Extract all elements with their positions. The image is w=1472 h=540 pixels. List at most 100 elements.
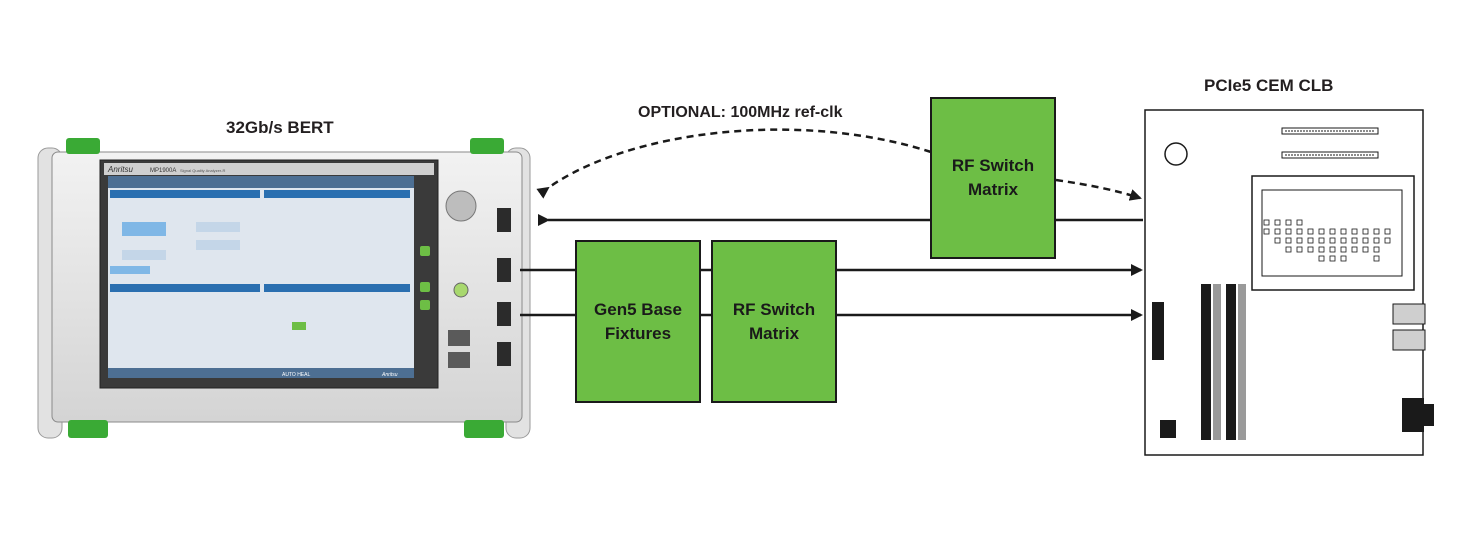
clb-pad bbox=[1296, 237, 1303, 244]
bert-screen-statusbar bbox=[108, 368, 414, 378]
clb-pad bbox=[1340, 246, 1347, 253]
clb-vertical-bar-left bbox=[1152, 302, 1164, 360]
clb-pad bbox=[1318, 237, 1325, 244]
clb-pad bbox=[1274, 219, 1281, 226]
rf-switch-matrix-bottom: RF Switch Matrix bbox=[711, 240, 837, 403]
bert-port-block-1 bbox=[448, 330, 470, 346]
clb-pad bbox=[1285, 246, 1292, 253]
bert-port-block-2 bbox=[448, 352, 470, 368]
bert-screen-block-1 bbox=[122, 222, 166, 236]
clb-pad bbox=[1362, 246, 1369, 253]
bert-rotary-knob bbox=[445, 190, 477, 222]
clb-pad bbox=[1340, 255, 1347, 262]
bert-screen-block-3 bbox=[196, 240, 240, 250]
clb-sma-connector-2 bbox=[1392, 329, 1426, 351]
clb-pad bbox=[1263, 228, 1270, 235]
clb-pad bbox=[1318, 255, 1325, 262]
clb-pad bbox=[1285, 228, 1292, 235]
clb-pad bbox=[1318, 246, 1325, 253]
bert-status-text: AUTO HEAL bbox=[282, 372, 310, 378]
bert-connector-4 bbox=[497, 342, 511, 366]
gen5-base-fixtures-label: Gen5 Base Fixtures bbox=[594, 299, 682, 343]
clb-pad bbox=[1373, 255, 1380, 262]
clb-dimm-slot-2 bbox=[1213, 284, 1221, 440]
bert-foot-left-top bbox=[66, 138, 100, 154]
clb-pad bbox=[1274, 237, 1281, 244]
clb-board bbox=[1144, 109, 1434, 456]
rf-switch-matrix-bottom-label: RF Switch Matrix bbox=[732, 299, 816, 343]
clb-power-connector-tab bbox=[1424, 404, 1434, 426]
bert-side-button-2 bbox=[420, 282, 430, 292]
clb-pad bbox=[1351, 237, 1358, 244]
clb-pad bbox=[1329, 237, 1336, 244]
clb-pad bbox=[1285, 237, 1292, 244]
clb-pad bbox=[1340, 237, 1347, 244]
optional-refclk-note: OPTIONAL: 100MHz ref-clk bbox=[638, 104, 843, 121]
clb-sma-connector-1 bbox=[1392, 303, 1426, 325]
bert-screen-block-4 bbox=[122, 250, 166, 260]
clb-mount-hole bbox=[1164, 142, 1188, 166]
bert-screen-panel-d-header bbox=[264, 284, 410, 292]
clb-pad bbox=[1373, 228, 1380, 235]
bert-connector-2 bbox=[497, 258, 511, 282]
clb-pad bbox=[1373, 237, 1380, 244]
clb-pad bbox=[1329, 255, 1336, 262]
bert-screen-panel-c-header bbox=[110, 284, 260, 292]
bert-screen-button-green bbox=[292, 322, 306, 330]
clb-pad bbox=[1351, 228, 1358, 235]
clb-pad bbox=[1296, 246, 1303, 253]
clb-dimm-slot-1 bbox=[1201, 284, 1211, 440]
clb-dimm-slot-4 bbox=[1238, 284, 1246, 440]
clb-pad bbox=[1296, 228, 1303, 235]
clb-dimm-slot-3 bbox=[1226, 284, 1236, 440]
clb-pad bbox=[1362, 237, 1369, 244]
clb-pad bbox=[1384, 228, 1391, 235]
clb-pad bbox=[1362, 228, 1369, 235]
clb-pad bbox=[1307, 228, 1314, 235]
clb-pad bbox=[1285, 219, 1292, 226]
bert-screen-panel-a-header bbox=[110, 190, 260, 198]
bert-footer-brand: Anritsu bbox=[381, 372, 398, 378]
bert-brand-bar bbox=[104, 163, 434, 175]
bert-title: 32Gb/s BERT bbox=[226, 118, 334, 137]
bert-instrument: Anritsu MP1900A Signal Quality Analyzer-… bbox=[37, 138, 531, 439]
clb-pad bbox=[1351, 246, 1358, 253]
clb-pad bbox=[1318, 228, 1325, 235]
bert-screen-panel-b-header bbox=[264, 190, 410, 198]
optional-refclk-link-left bbox=[536, 128, 932, 199]
clb-title: PCIe5 CEM CLB bbox=[1204, 76, 1334, 95]
bert-foot-right-bottom bbox=[464, 420, 504, 438]
rf-switch-matrix-top-label: RF Switch Matrix bbox=[951, 156, 1035, 199]
clb-pad bbox=[1307, 246, 1314, 253]
clb-pad bbox=[1384, 237, 1391, 244]
clb-pad bbox=[1329, 228, 1336, 235]
bert-screen-topbar bbox=[108, 176, 414, 188]
bert-brand-logo: Anritsu bbox=[107, 165, 133, 174]
clb-pad bbox=[1373, 246, 1380, 253]
bert-connector-1 bbox=[497, 208, 511, 232]
clb-chip-pads bbox=[1263, 219, 1391, 262]
bert-power-button bbox=[453, 282, 469, 298]
bert-side-button-1 bbox=[420, 246, 430, 256]
bert-model-subtitle: Signal Quality Analyzer-R bbox=[180, 168, 225, 173]
bert-screen bbox=[108, 176, 414, 378]
connections bbox=[520, 128, 1143, 321]
bert-model-name: MP1900A bbox=[150, 168, 176, 174]
gen5-base-fixtures: Gen5 Base Fixtures bbox=[575, 240, 701, 403]
bert-foot-right-top bbox=[470, 138, 504, 154]
rf-switch-matrix-top: RF Switch Matrix bbox=[930, 97, 1056, 259]
clb-pad bbox=[1340, 228, 1347, 235]
clb-pad bbox=[1307, 237, 1314, 244]
clb-pad bbox=[1274, 228, 1281, 235]
bert-screen-tab-blue bbox=[110, 266, 150, 274]
clb-pad bbox=[1329, 246, 1336, 253]
optional-refclk-link-right bbox=[1055, 178, 1142, 201]
clb-power-connector bbox=[1402, 398, 1424, 432]
clb-pad bbox=[1296, 219, 1303, 226]
bert-screen-block-2 bbox=[196, 222, 240, 232]
bert-connector-3 bbox=[497, 302, 511, 326]
bert-side-button-3 bbox=[420, 300, 430, 310]
clb-pad bbox=[1263, 219, 1270, 226]
bert-foot-left-bottom bbox=[68, 420, 108, 438]
